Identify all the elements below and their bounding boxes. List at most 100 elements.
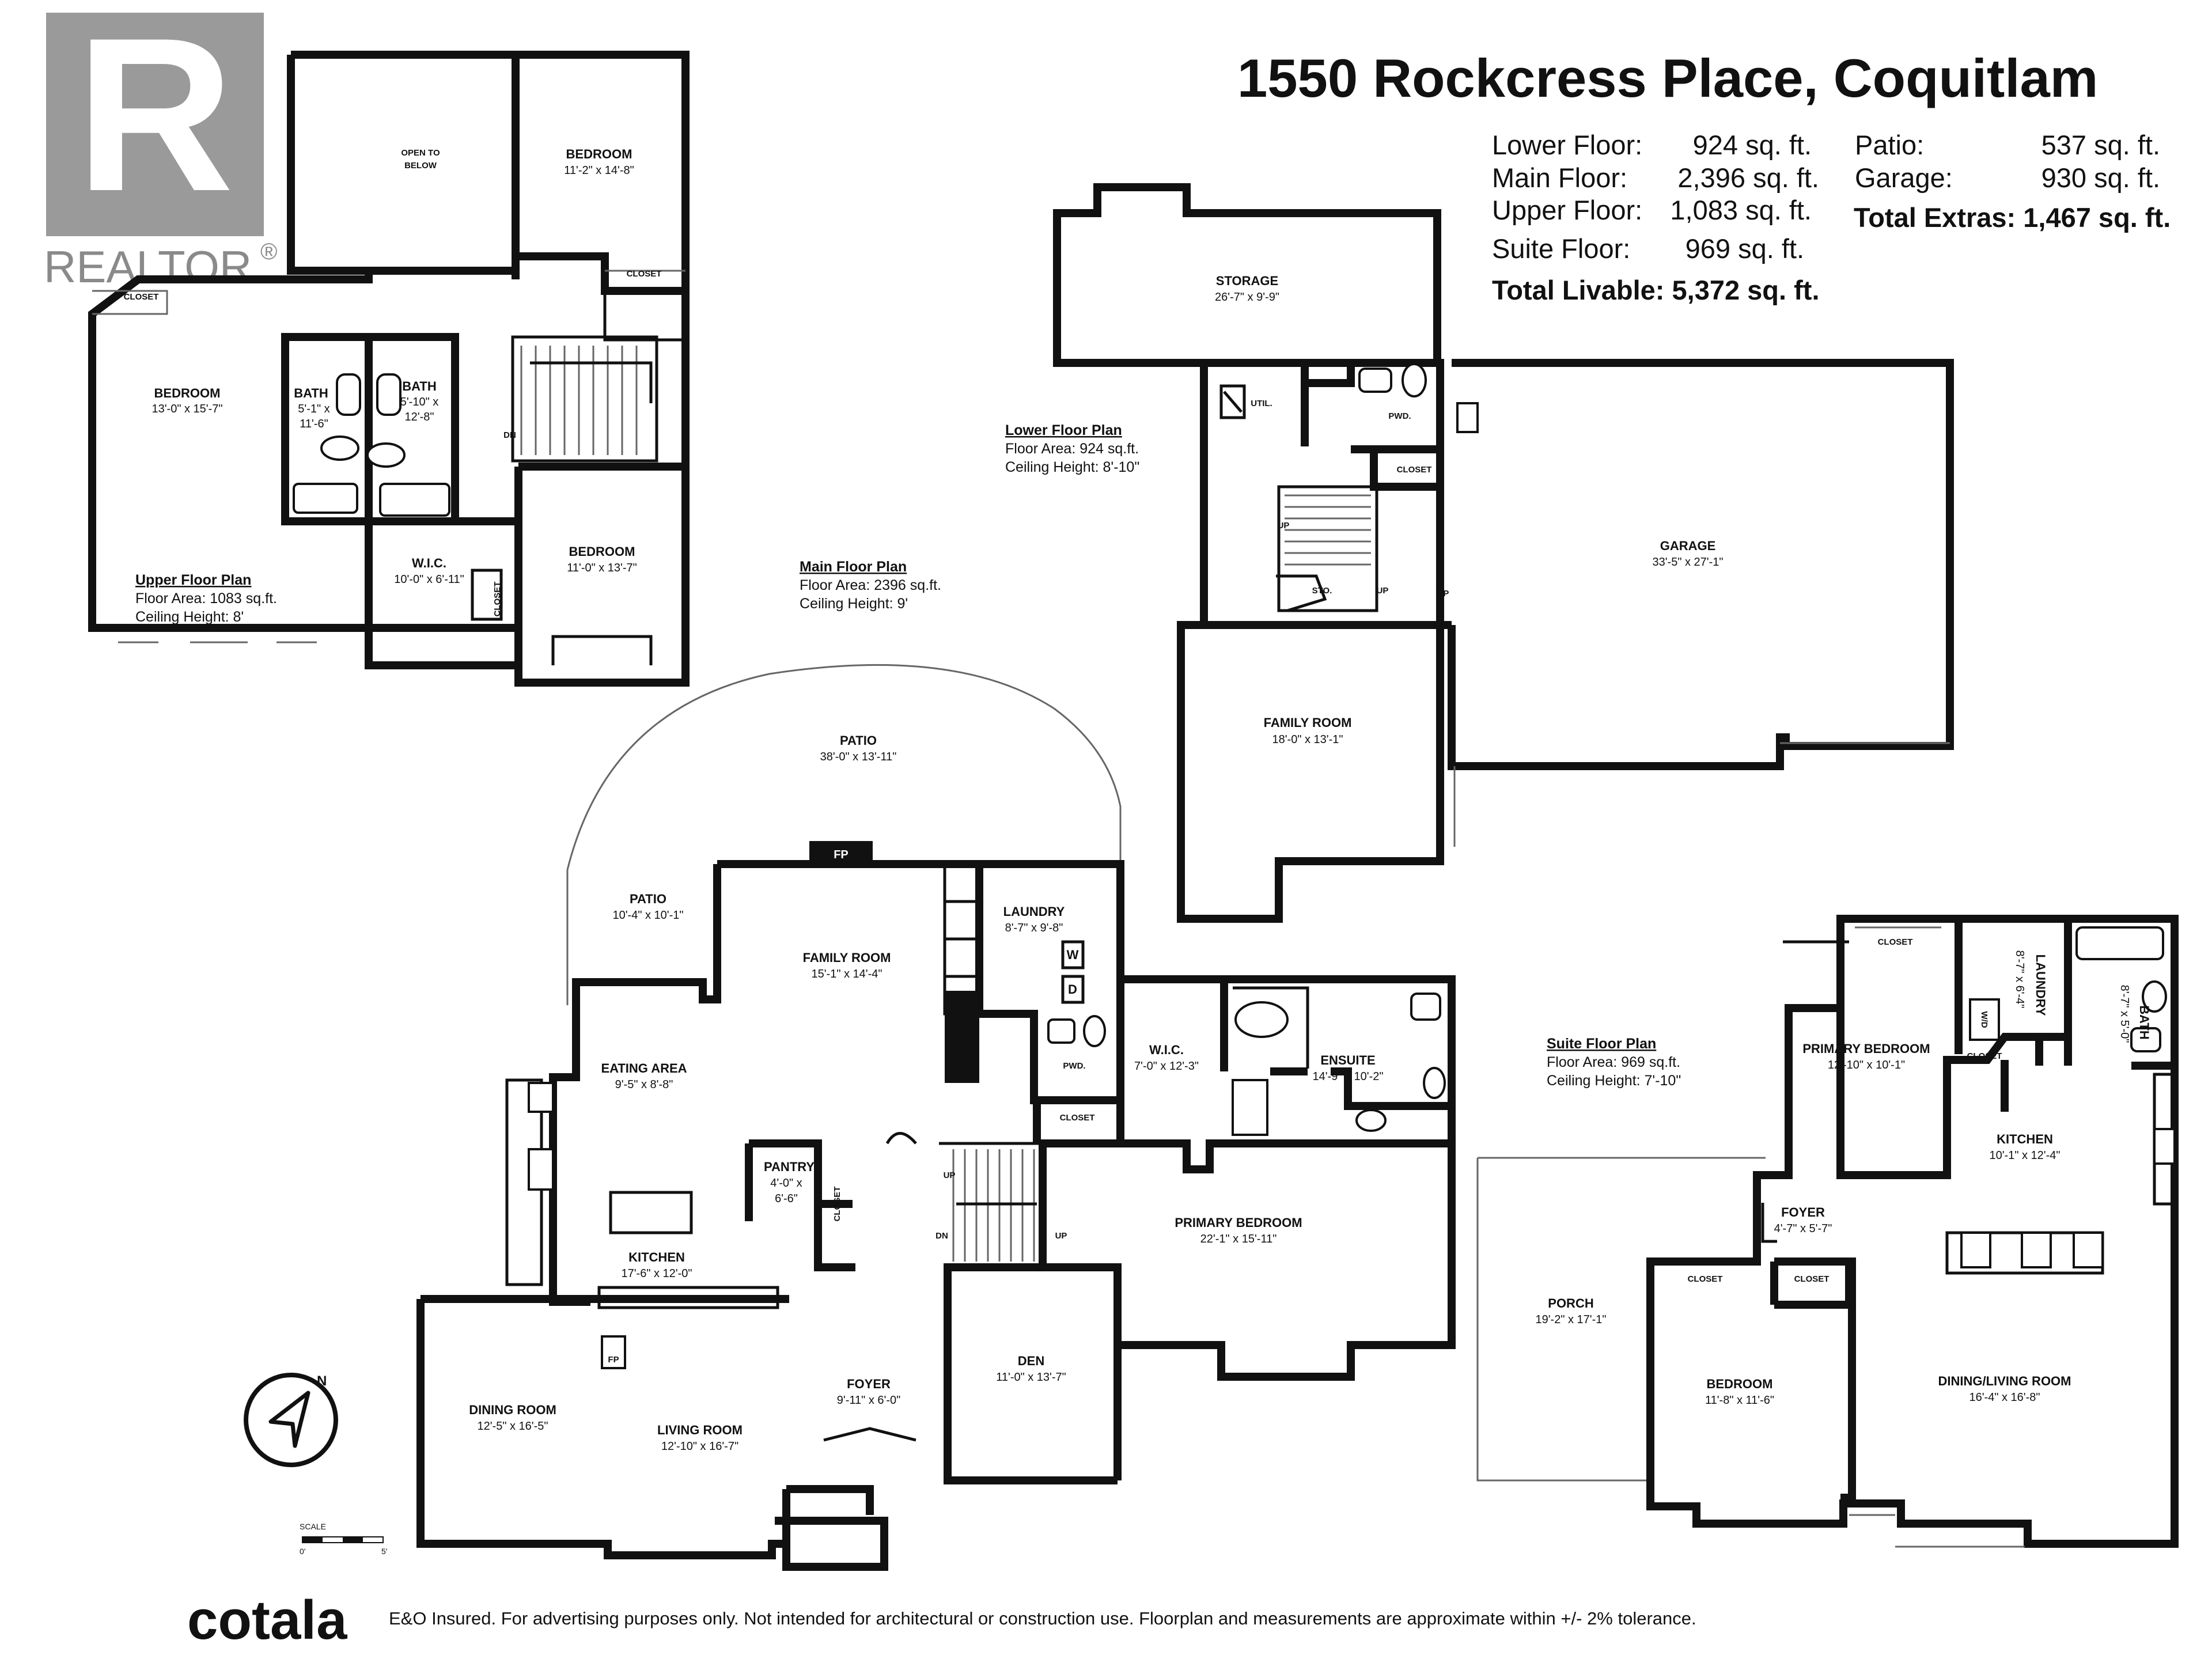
lower-plan-ceiling: Ceiling Height: 8'-10" bbox=[1005, 459, 1139, 475]
main-primary-bedroom-label: PRIMARY BEDROOM bbox=[1175, 1215, 1302, 1230]
lower-stair-up-2: UP bbox=[1377, 586, 1389, 596]
compass-ring bbox=[244, 1373, 338, 1467]
den-label: DEN bbox=[1018, 1354, 1044, 1368]
main-dryer-label: D bbox=[1068, 982, 1077, 997]
suite-laundry-label: LAUNDRY bbox=[2033, 955, 2048, 1016]
upper-bath-2-dim-2: 12'-8" bbox=[405, 411, 434, 423]
upper-bath-1-dim-2: 11'-6" bbox=[300, 418, 328, 430]
storage-dim: 26'-7" x 9'-9" bbox=[1215, 291, 1279, 304]
lower-family-room-dim: 18'-0" x 13'-1" bbox=[1272, 733, 1343, 746]
upper-open-to-below-label: OPEN TO bbox=[401, 148, 440, 158]
compass: N bbox=[244, 1373, 338, 1467]
upper-plan-title: Upper Floor Plan bbox=[135, 572, 251, 588]
main-stair-down-label: DN bbox=[935, 1231, 948, 1241]
realtor-watermark: R REALTOR ® bbox=[44, 0, 277, 292]
main-family-room-dim: 15'-1" x 14'-4" bbox=[811, 968, 882, 980]
suite-dining-living-dim: 16'-4" x 16'-8" bbox=[1969, 1391, 2040, 1404]
suite-bedroom-dim: 11'-8" x 11'-6" bbox=[1705, 1394, 1774, 1407]
summary-total-extras: Total Extras: 1,467 sq. ft. bbox=[1854, 202, 2171, 233]
cotala-logo: cotala bbox=[187, 1589, 347, 1651]
upper-wic-dim: 10'-0" x 6'-11" bbox=[394, 573, 464, 586]
suite-closet-1-label: CLOSET bbox=[1878, 937, 1913, 947]
main-dining-room-label: DINING ROOM bbox=[469, 1403, 556, 1417]
main-living-room-label: LIVING ROOM bbox=[657, 1423, 743, 1437]
summary-lower-floor-label: Lower Floor: bbox=[1492, 130, 1642, 160]
summary-main-floor-value: 2,396 sq. ft. bbox=[1677, 162, 1819, 193]
upper-bath-2-label: BATH bbox=[402, 379, 436, 393]
upper-bedroom-1-label: BEDROOM bbox=[566, 147, 632, 161]
footer: cotala E&O Insured. For advertising purp… bbox=[187, 1589, 1696, 1651]
lower-storage-closet-label: STO. bbox=[1312, 586, 1332, 596]
footer-disclaimer: E&O Insured. For advertising purposes on… bbox=[389, 1608, 1696, 1628]
main-laundry-label: LAUNDRY bbox=[1003, 904, 1065, 919]
suite-primary-bedroom-label: PRIMARY BEDROOM bbox=[1802, 1041, 1930, 1056]
main-ensuite-label: ENSUITE bbox=[1320, 1053, 1375, 1067]
lower-stair-up-3: UP bbox=[1437, 589, 1449, 599]
summary-patio-value: 537 sq. ft. bbox=[2041, 130, 2160, 160]
main-washer-label: W bbox=[1067, 948, 1079, 962]
suite-closet-4-label: CLOSET bbox=[1794, 1274, 1830, 1284]
main-foyer-dim: 9'-11" x 6'-0" bbox=[837, 1394, 900, 1407]
suite-bath-dim: 8'-7" x 5'-0" bbox=[2118, 985, 2131, 1043]
compass-north-label: N bbox=[317, 1373, 327, 1389]
upper-floor-plan: OPEN TO BELOW BEDROOM 11'-2" x 14'-8" CL… bbox=[88, 51, 690, 687]
suite-plan-ceiling: Ceiling Height: 7'-10" bbox=[1547, 1073, 1681, 1089]
page-title: 1550 Rockcress Place, Coquitlam bbox=[1237, 48, 2098, 108]
main-ensuite-dim: 14'-9" x 10'-2" bbox=[1312, 1070, 1383, 1083]
main-patio-small-label: PATIO bbox=[630, 892, 666, 906]
area-summary: Lower Floor: 924 sq. ft. Main Floor: 2,3… bbox=[1492, 130, 2171, 305]
scale-label: SCALE bbox=[300, 1522, 326, 1531]
main-dining-room-dim: 12'-5" x 16'-5" bbox=[477, 1420, 548, 1433]
main-primary-bedroom-dim: 22'-1" x 15'-11" bbox=[1200, 1233, 1277, 1245]
summary-upper-floor-label: Upper Floor: bbox=[1492, 195, 1642, 225]
upper-closet-2-label: CLOSET bbox=[124, 292, 159, 302]
suite-foyer-label: FOYER bbox=[1781, 1205, 1825, 1219]
summary-suite-floor-label: Suite Floor: bbox=[1492, 233, 1630, 264]
upper-bath-1-dim: 5'-1" x bbox=[298, 403, 329, 415]
suite-kitchen-label: KITCHEN bbox=[1997, 1132, 2053, 1146]
main-eating-area-dim: 9'-5" x 8'-8" bbox=[615, 1078, 673, 1091]
summary-patio-label: Patio: bbox=[1855, 130, 1924, 160]
main-patio-small-dim: 10'-4" x 10'-1" bbox=[612, 909, 683, 922]
main-family-room-label: FAMILY ROOM bbox=[803, 950, 891, 965]
upper-bath-2-dim: 5'-10" x bbox=[400, 396, 439, 408]
main-plan-area: Floor Area: 2396 sq.ft. bbox=[800, 577, 941, 593]
upper-plan-area: Floor Area: 1083 sq.ft. bbox=[135, 590, 277, 607]
summary-upper-floor-value: 1,083 sq. ft. bbox=[1670, 195, 1812, 225]
main-kitchen-dim: 17'-6" x 12'-0" bbox=[621, 1267, 692, 1280]
upper-bedroom-2-dim: 13'-0" x 15'-7" bbox=[151, 403, 222, 415]
main-foyer-label: FOYER bbox=[847, 1377, 891, 1391]
main-living-room-dim: 12'-10" x 16'-7" bbox=[661, 1440, 738, 1453]
lower-plan-title: Lower Floor Plan bbox=[1005, 422, 1122, 438]
summary-garage-value: 930 sq. ft. bbox=[2041, 162, 2160, 193]
garage-dim: 33'-5" x 27'-1" bbox=[1652, 556, 1723, 569]
scale-bar: SCALE 0' 5' bbox=[300, 1522, 387, 1556]
suite-plan-area: Floor Area: 969 sq.ft. bbox=[1547, 1054, 1680, 1070]
main-plan-ceiling: Ceiling Height: 9' bbox=[800, 596, 908, 612]
summary-total-livable: Total Livable: 5,372 sq. ft. bbox=[1492, 275, 1820, 305]
upper-closet-3-label: CLOSET bbox=[493, 582, 502, 617]
main-patio-large-label: PATIO bbox=[840, 733, 877, 748]
suite-closet-2-label: CLOSET bbox=[1967, 1051, 2002, 1061]
main-closet-label: CLOSET bbox=[1060, 1113, 1095, 1123]
porch-dim: 19'-2" x 17'-1" bbox=[1535, 1313, 1606, 1326]
realtor-text: REALTOR bbox=[44, 241, 252, 292]
suite-plan-title: Suite Floor Plan bbox=[1547, 1036, 1656, 1052]
upper-open-to-below-label-2: BELOW bbox=[404, 161, 437, 171]
main-wic-dim: 7'-0" x 12'-3" bbox=[1134, 1060, 1199, 1073]
util-label: UTIL. bbox=[1251, 399, 1272, 408]
summary-main-floor-label: Main Floor: bbox=[1492, 162, 1627, 193]
upper-bedroom-2-label: BEDROOM bbox=[154, 386, 221, 400]
den-dim: 11'-0" x 13'-7" bbox=[996, 1371, 1066, 1384]
compass-arrow-icon bbox=[268, 1391, 310, 1448]
upper-bath-1-label: BATH bbox=[294, 386, 328, 400]
suite-kitchen-dim: 10'-1" x 12'-4" bbox=[1989, 1149, 2060, 1162]
lower-plan-area: Floor Area: 924 sq.ft. bbox=[1005, 441, 1139, 457]
lower-family-room-label: FAMILY ROOM bbox=[1264, 715, 1352, 730]
summary-lower-floor-value: 924 sq. ft. bbox=[1693, 130, 1812, 160]
realtor-logo-letter: R bbox=[76, 0, 234, 237]
suite-floor-plan: PORCH 19'-2" x 17'-1" CLOSET PRIMARY BED… bbox=[1476, 915, 2179, 1548]
garage-label: GARAGE bbox=[1660, 539, 1716, 553]
realtor-registered-mark: ® bbox=[260, 239, 277, 264]
